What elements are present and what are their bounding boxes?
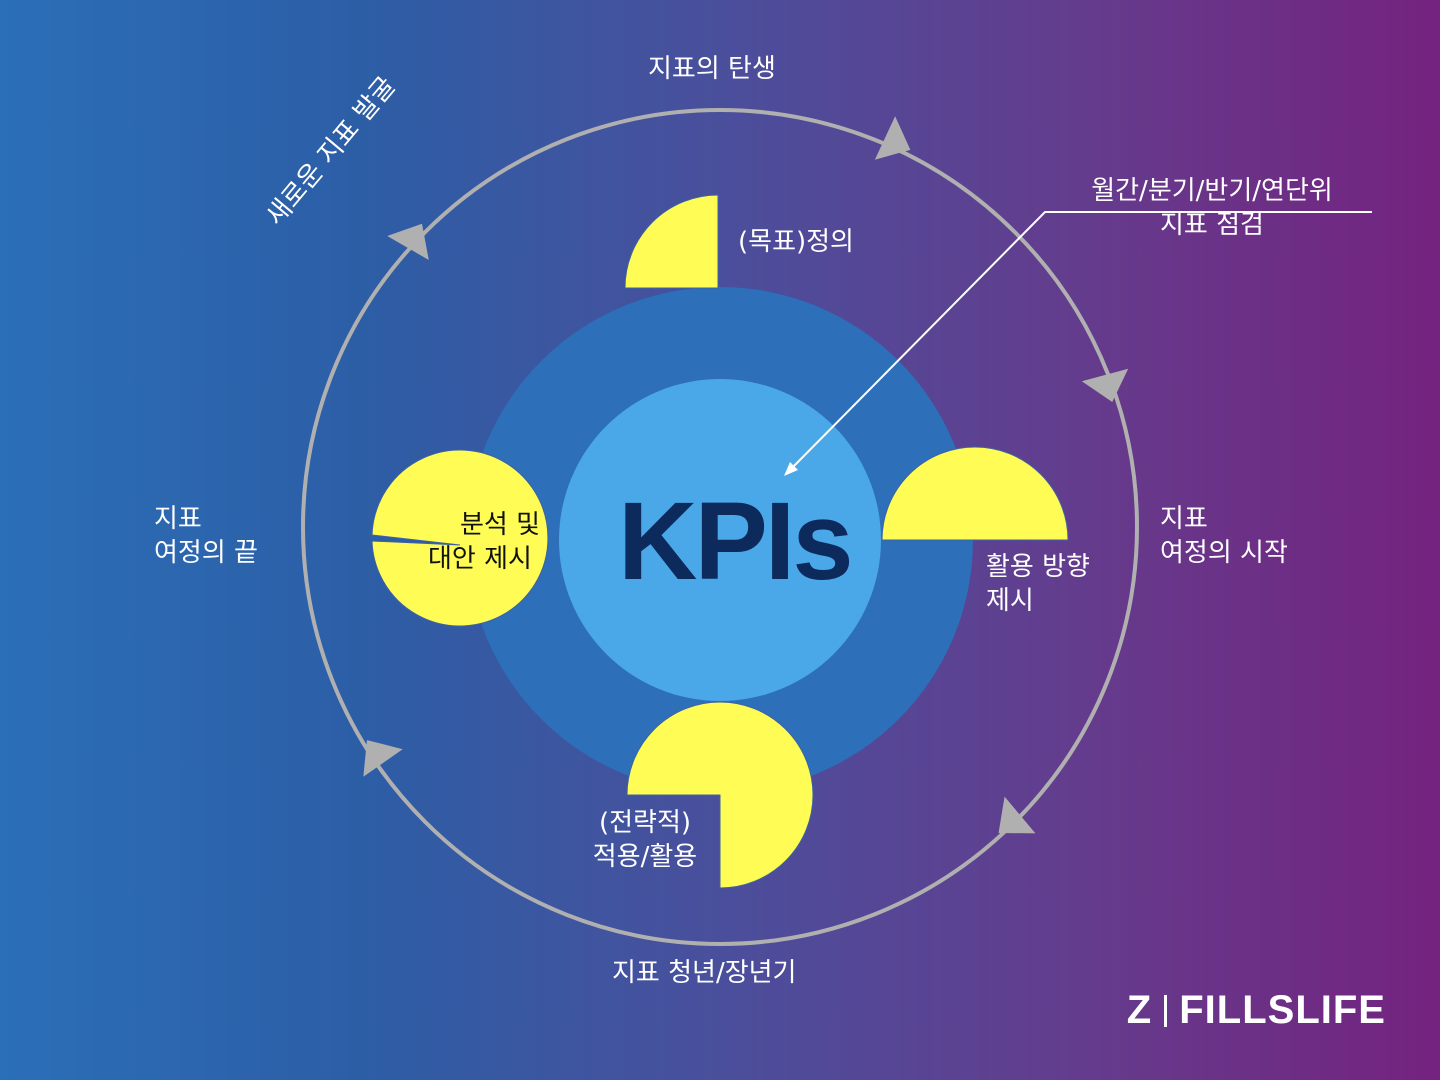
stage-label-analyze: 분석 및 대안 제시 xyxy=(428,508,540,576)
stage-wedge-direction xyxy=(881,446,1069,541)
stage-wedge-define xyxy=(624,194,719,289)
stage-label-define: (목표)정의 xyxy=(738,227,854,257)
fillslife-logo: Z FILLSLIFE xyxy=(1127,988,1386,1033)
cycle-label-left-line2: 여정의 끝 xyxy=(154,538,258,568)
cycle-label-right: 지표 여정의 시작 xyxy=(1160,502,1288,570)
ring-arrow-bottom-right xyxy=(998,796,1036,834)
review-callout-line1: 월간/분기/반기/연단위 xyxy=(1091,176,1333,206)
cycle-label-right-line1: 지표 xyxy=(1160,504,1208,534)
callout-line xyxy=(789,211,1372,471)
review-callout: 월간/분기/반기/연단위 지표 점검 xyxy=(1062,174,1362,242)
stage-label-direction: 활용 방향 제시 xyxy=(986,550,1090,618)
stage-label-direction-line2: 제시 xyxy=(986,586,1034,616)
stage-wedge-analyze xyxy=(371,449,549,627)
cycle-label-bottom: 지표 청년/장년기 xyxy=(612,958,797,988)
stage-wedge-apply xyxy=(626,701,814,889)
stage-label-analyze-line2: 대안 제시 xyxy=(428,544,532,574)
stage-label-analyze-line1: 분석 및 xyxy=(460,510,541,540)
stage-label-apply-line2: 적용/활용 xyxy=(592,842,698,872)
ring-arrow-right xyxy=(1081,368,1129,403)
cycle-label-top: 지표의 탄생 xyxy=(648,54,776,84)
cycle-label-left-line1: 지표 xyxy=(154,504,202,534)
ring-arrow-top xyxy=(874,116,911,160)
ring-arrow-top-left xyxy=(387,223,429,260)
cycle-label-right-line2: 여정의 시작 xyxy=(1160,538,1288,568)
kpis-title: KPIs xyxy=(618,480,854,603)
ring-arrow-bottom-left xyxy=(363,740,403,777)
stage-label-apply: (전략적) 적용/활용 xyxy=(570,806,720,874)
logo-divider xyxy=(1164,994,1168,1027)
stage-label-direction-line1: 활용 방향 xyxy=(986,552,1090,582)
callout-arrowhead xyxy=(784,462,798,476)
logo-name: FILLSLIFE xyxy=(1179,988,1386,1032)
cycle-label-left: 지표 여정의 끝 xyxy=(154,502,258,570)
logo-mark: Z xyxy=(1126,988,1153,1032)
lifecycle-ring xyxy=(301,108,1139,946)
stage-label-apply-line1: (전략적) xyxy=(598,808,692,838)
review-callout-line2: 지표 점검 xyxy=(1160,210,1264,240)
